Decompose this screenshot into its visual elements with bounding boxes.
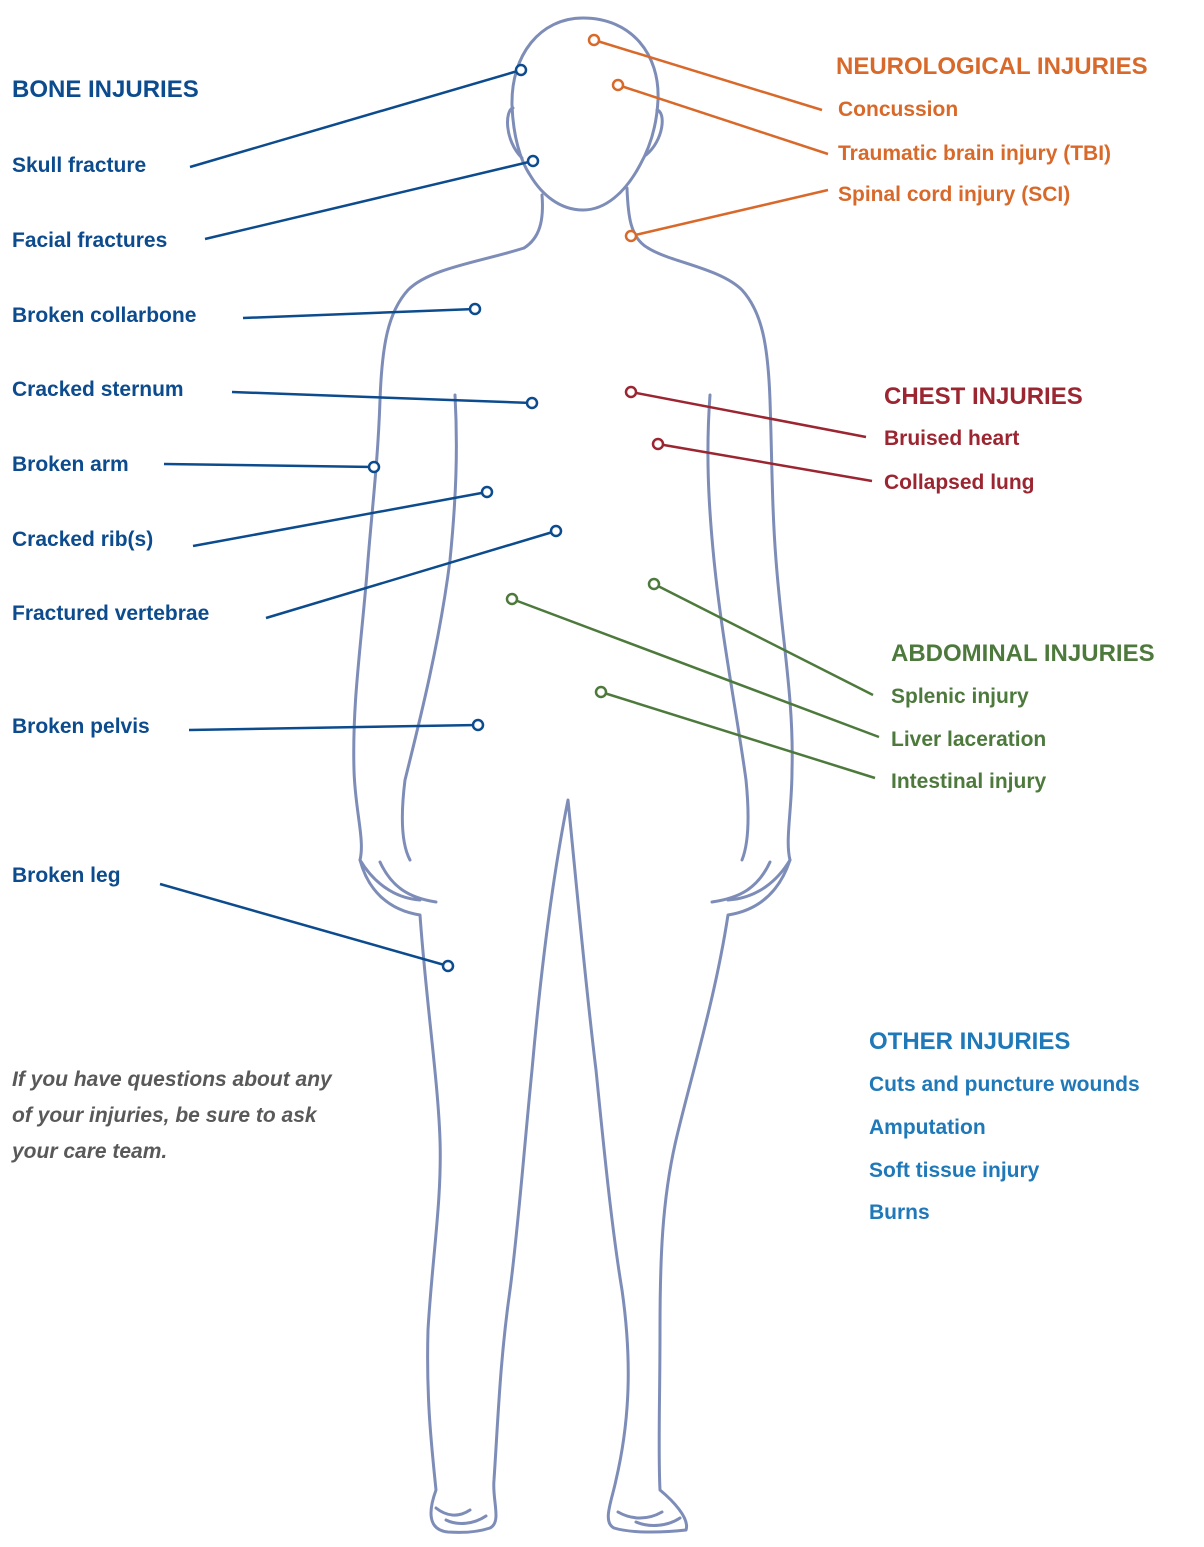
dot-concussion [589, 35, 599, 45]
right-hand [712, 860, 790, 902]
dot-bruised-heart [626, 387, 636, 397]
leader-skull-fracture [190, 70, 521, 167]
other-injuries-heading: OTHER INJURIES [869, 1028, 1070, 1056]
neurological-injuries-heading: NEUROLOGICAL INJURIES [836, 53, 1148, 81]
right-toes [618, 1512, 680, 1525]
dot-tbi [613, 80, 623, 90]
dot-facial-fractures [528, 156, 538, 166]
leader-collapsed-lung [658, 444, 872, 481]
label-collapsed-lung: Collapsed lung [884, 470, 1035, 496]
label-cracked-sternum: Cracked sternum [12, 377, 184, 403]
leader-cracked-sternum [232, 392, 532, 403]
dot-cracked-ribs [482, 487, 492, 497]
left-inner-arm [402, 395, 456, 860]
label-broken-collarbone: Broken collarbone [12, 303, 196, 329]
label-cuts-puncture-wounds: Cuts and puncture wounds [869, 1072, 1140, 1098]
dot-broken-collarbone [470, 304, 480, 314]
leader-liver-laceration [512, 599, 879, 737]
leader-bruised-heart [631, 392, 866, 437]
dot-sci [626, 231, 636, 241]
dot-broken-leg [443, 961, 453, 971]
label-liver-laceration: Liver laceration [891, 727, 1046, 753]
label-splenic-injury: Splenic injury [891, 684, 1029, 710]
label-broken-pelvis: Broken pelvis [12, 714, 150, 740]
leader-cracked-ribs [193, 492, 487, 546]
dot-cracked-sternum [527, 398, 537, 408]
label-sci: Spinal cord injury (SCI) [838, 182, 1070, 208]
leader-facial-fractures [205, 161, 533, 239]
body-silhouette [354, 248, 792, 1532]
left-hand [360, 860, 436, 902]
dot-liver-laceration [507, 594, 517, 604]
dot-broken-arm [369, 462, 379, 472]
label-amputation: Amputation [869, 1115, 986, 1141]
label-burns: Burns [869, 1200, 930, 1226]
dot-splenic-injury [649, 579, 659, 589]
label-bruised-heart: Bruised heart [884, 426, 1019, 452]
dot-broken-pelvis [473, 720, 483, 730]
label-cracked-ribs: Cracked rib(s) [12, 527, 153, 553]
label-broken-leg: Broken leg [12, 863, 121, 889]
dot-fractured-vertebrae [551, 526, 561, 536]
label-skull-fracture: Skull fracture [12, 153, 146, 179]
dot-collapsed-lung [653, 439, 663, 449]
left-toes [436, 1508, 486, 1523]
body-outline [354, 18, 792, 1532]
neuro-leaders [589, 35, 828, 241]
label-facial-fractures: Facial fractures [12, 228, 167, 254]
leader-sci [631, 190, 828, 236]
dot-skull-fracture [516, 65, 526, 75]
leader-broken-arm [164, 464, 374, 467]
label-fractured-vertebrae: Fractured vertebrae [12, 601, 209, 627]
dot-intestinal-injury [596, 687, 606, 697]
label-soft-tissue-injury: Soft tissue injury [869, 1158, 1039, 1184]
label-broken-arm: Broken arm [12, 452, 129, 478]
head-outline [512, 18, 658, 210]
label-concussion: Concussion [838, 97, 958, 123]
leader-broken-pelvis [189, 725, 478, 730]
leader-splenic-injury [654, 584, 873, 695]
neck-left [524, 195, 542, 248]
care-team-note: If you have questions about any of your … [12, 1062, 342, 1170]
leader-broken-collarbone [243, 309, 475, 318]
label-tbi: Traumatic brain injury (TBI) [838, 141, 1111, 167]
abdominal-injuries-heading: ABDOMINAL INJURIES [891, 640, 1155, 668]
label-intestinal-injury: Intestinal injury [891, 769, 1046, 795]
leader-concussion [594, 40, 822, 110]
leader-intestinal-injury [601, 692, 875, 778]
chest-injuries-heading: CHEST INJURIES [884, 383, 1083, 411]
chest-leaders [626, 387, 872, 481]
abdominal-leaders [507, 579, 879, 778]
bone-injuries-heading: BONE INJURIES [12, 76, 199, 104]
